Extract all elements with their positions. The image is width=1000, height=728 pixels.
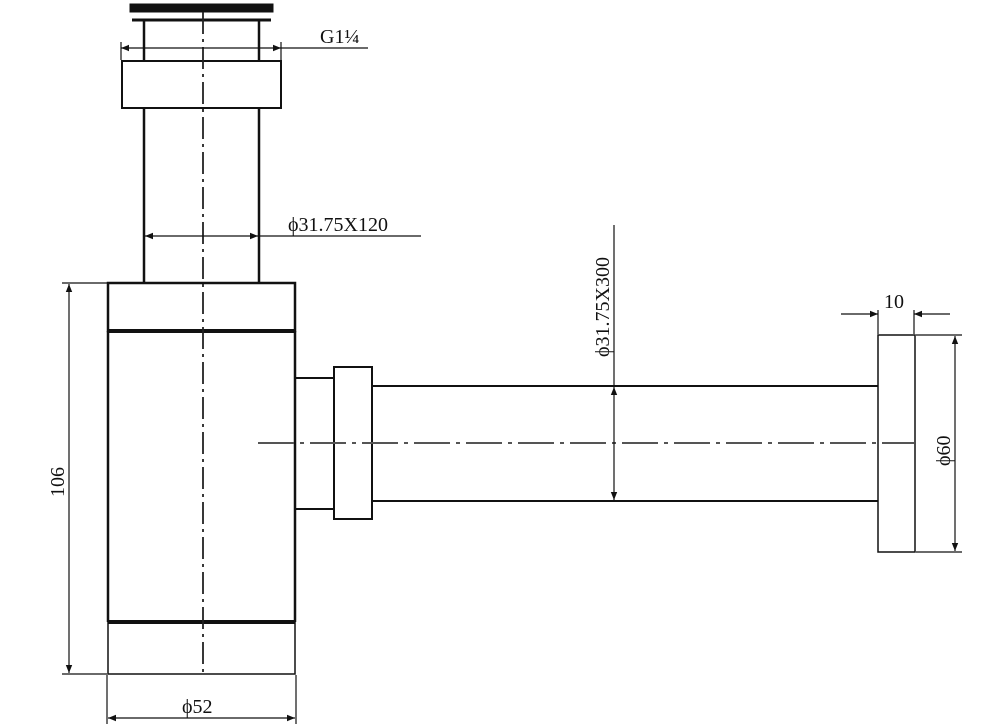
inlet-tube-label: ϕ31.75X120 (288, 214, 388, 236)
body-top-collar (106, 281, 297, 333)
thread-label: G1¼ (320, 26, 359, 48)
dim-flange-diameter (916, 334, 962, 553)
flange-diameter-label: ϕ60 (933, 435, 955, 466)
outlet-tube (372, 385, 878, 502)
dim-thread (120, 42, 368, 60)
flange-thickness-label: 10 (884, 291, 904, 313)
wall-flange (877, 334, 916, 553)
body-diameter-label: ϕ52 (182, 696, 213, 718)
dim-body-diameter (106, 675, 297, 724)
body-height-label: 106 (47, 467, 69, 497)
dim-flange-thickness (841, 310, 950, 334)
outlet-tube-label: ϕ31.75X300 (592, 257, 614, 357)
inlet-tube (142, 108, 261, 283)
drain-plug-cap (129, 3, 274, 61)
thread-nut (121, 60, 282, 109)
dim-body-height (62, 282, 107, 675)
trap-body (106, 331, 297, 675)
